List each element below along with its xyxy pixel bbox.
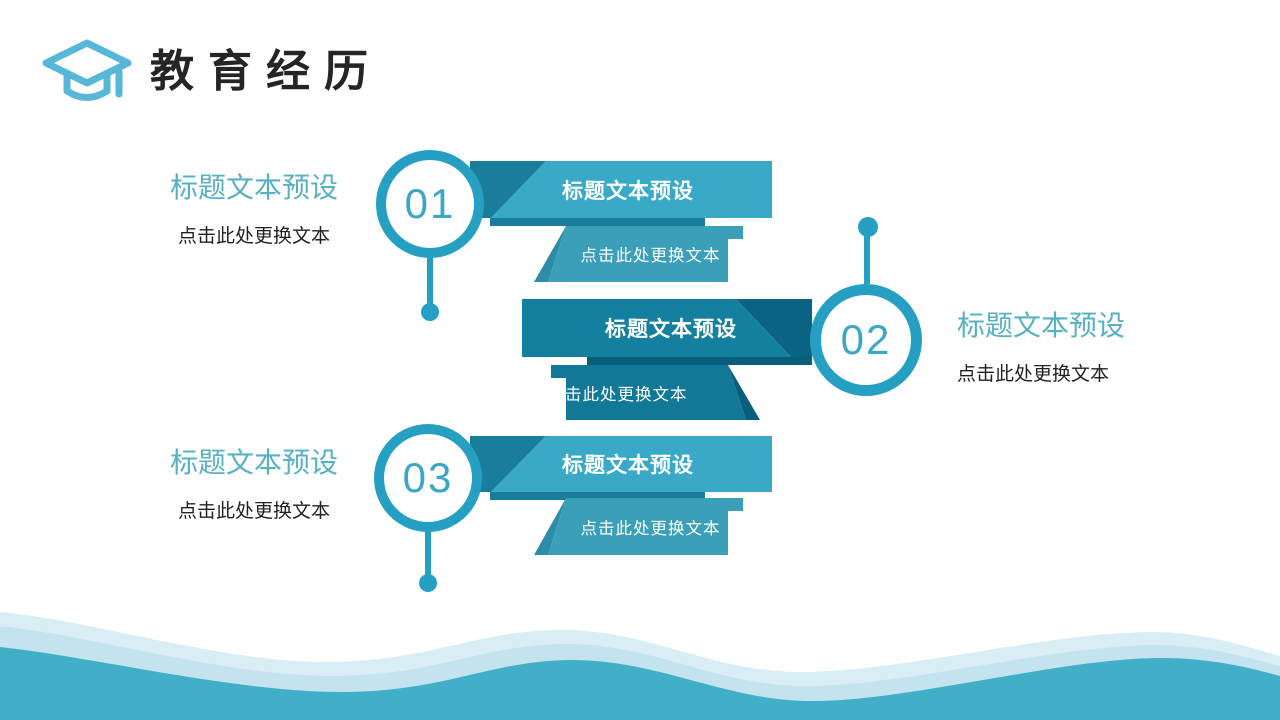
item1-banner-title[interactable]: 标题文本预设 [562,179,694,203]
item1-connector-line [427,256,433,306]
item3-circle: 03 [374,424,482,532]
item1-circle: 01 [376,150,484,258]
item1-subbanner[interactable]: 点击此处更换文本 [534,226,743,282]
item1-banner-face [491,161,772,218]
item1-side-text: 标题文本预设 点击此处更换文本 [144,172,364,248]
item2-subbanner-caption[interactable]: 点击此处更换文本 [547,385,688,404]
item2-side-caption[interactable]: 点击此处更换文本 [957,364,1110,386]
item1-banner[interactable]: 标题文本预设 [470,161,772,218]
item3-banner-title[interactable]: 标题文本预设 [562,454,694,477]
item1-subbanner-face [548,226,743,282]
item3-banner[interactable]: 标题文本预设 [470,436,772,492]
item1-number: 01 [404,180,456,227]
item2-banner[interactable]: 标题文本预设 [522,299,812,357]
item2-side-title[interactable]: 标题文本预设 [957,310,1126,341]
bottom-waves [0,612,1280,720]
item3-side-caption[interactable]: 点击此处更换文本 [177,501,330,523]
item3-connector-dot [419,574,437,592]
item3-subbanner[interactable]: 点击此处更换文本 [534,498,743,555]
item3-number: 03 [402,454,454,501]
item1-shadow-strip [490,218,705,226]
item2-connector-dot [858,217,878,237]
item2-subbanner-face [551,365,746,420]
item3-subbanner-face [548,498,743,555]
item2-shadow-strip [587,356,812,365]
item2-side-text: 标题文本预设 点击此处更换文本 [957,310,1197,386]
item3-connector-line [425,530,431,577]
item3-subbanner-caption[interactable]: 点击此处更换文本 [580,519,721,538]
item3-side-text: 标题文本预设 点击此处更换文本 [144,447,364,523]
page-title: 教育经历 [150,47,382,96]
graduation-cap-icon [42,39,132,101]
item2-circle: 02 [810,284,922,396]
item3-shadow-strip [490,492,705,500]
item2-banner-title[interactable]: 标题文本预设 [605,318,737,341]
item2-number: 02 [840,316,892,363]
item2-connector-line [864,234,870,284]
item3-side-title[interactable]: 标题文本预设 [169,447,338,478]
item1-connector-dot [421,303,439,321]
wave-layer-main [0,647,1280,720]
item3-banner-face [491,436,772,492]
item1-side-title[interactable]: 标题文本预设 [169,172,338,203]
item1-side-caption[interactable]: 点击此处更换文本 [177,226,330,248]
item1-subbanner-caption[interactable]: 点击此处更换文本 [580,247,721,265]
item2-subbanner[interactable]: 点击此处更换文本 [535,365,760,420]
